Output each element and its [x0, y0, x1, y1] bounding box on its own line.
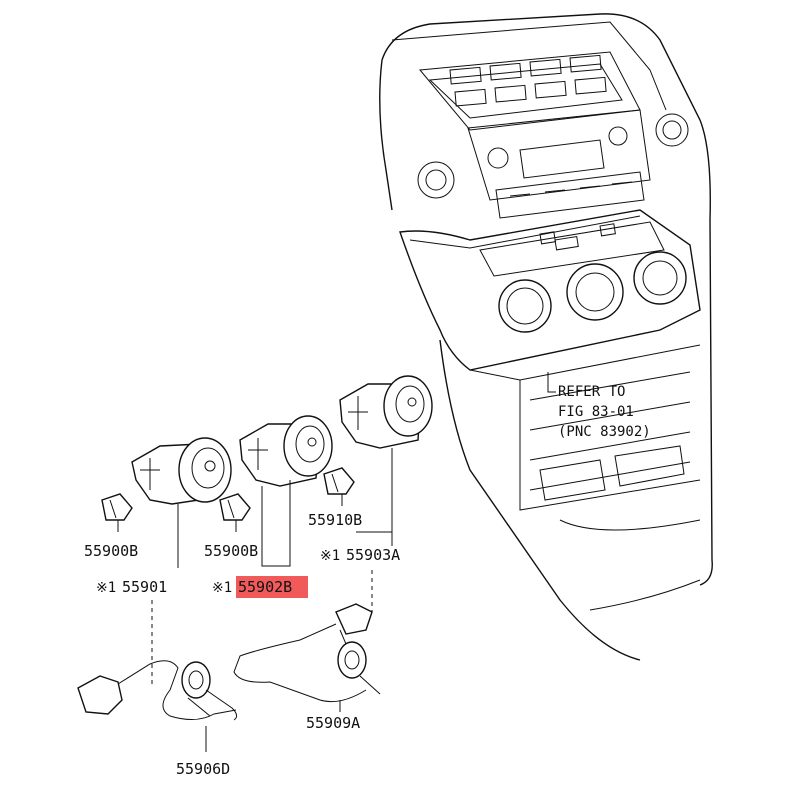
- label-bulb-right: 55910B: [308, 511, 362, 529]
- label-switch-right: 55903A: [346, 546, 400, 564]
- switch-knob-right: [339, 375, 433, 449]
- bulb-left: [101, 493, 133, 521]
- mark-switch-middle: ※1: [212, 580, 232, 596]
- leader-switch-middle: [261, 480, 291, 567]
- refer-note-line3: (PNC 83902): [558, 424, 651, 440]
- refer-note-line1: REFER TO: [558, 384, 625, 400]
- dashboard-center-console: [379, 13, 713, 661]
- mark-switch-right: ※1: [320, 548, 340, 564]
- wire-harness-right: [233, 603, 381, 703]
- refer-note-line2: FIG 83-01: [558, 404, 634, 420]
- label-switch-middle-text: 55902B: [238, 578, 292, 596]
- highlight-switch-middle: [236, 576, 308, 598]
- mark-switch-left: ※1: [96, 580, 116, 596]
- leader-switch-right: [356, 448, 393, 546]
- bulb-right: [323, 467, 355, 495]
- refer-leader: [547, 372, 556, 393]
- switch-knob-middle: [239, 415, 333, 487]
- label-harness-right: 55909A: [306, 714, 360, 732]
- label-switch-left: 55901: [122, 578, 167, 596]
- wire-harness-left: [77, 660, 238, 721]
- label-harness-left: 55906D: [176, 760, 230, 778]
- bulb-middle: [219, 493, 251, 521]
- switch-knob-left: [131, 437, 232, 505]
- label-bulb-left: 55900B: [84, 542, 138, 560]
- label-bulb-middle: 55900B: [204, 542, 258, 560]
